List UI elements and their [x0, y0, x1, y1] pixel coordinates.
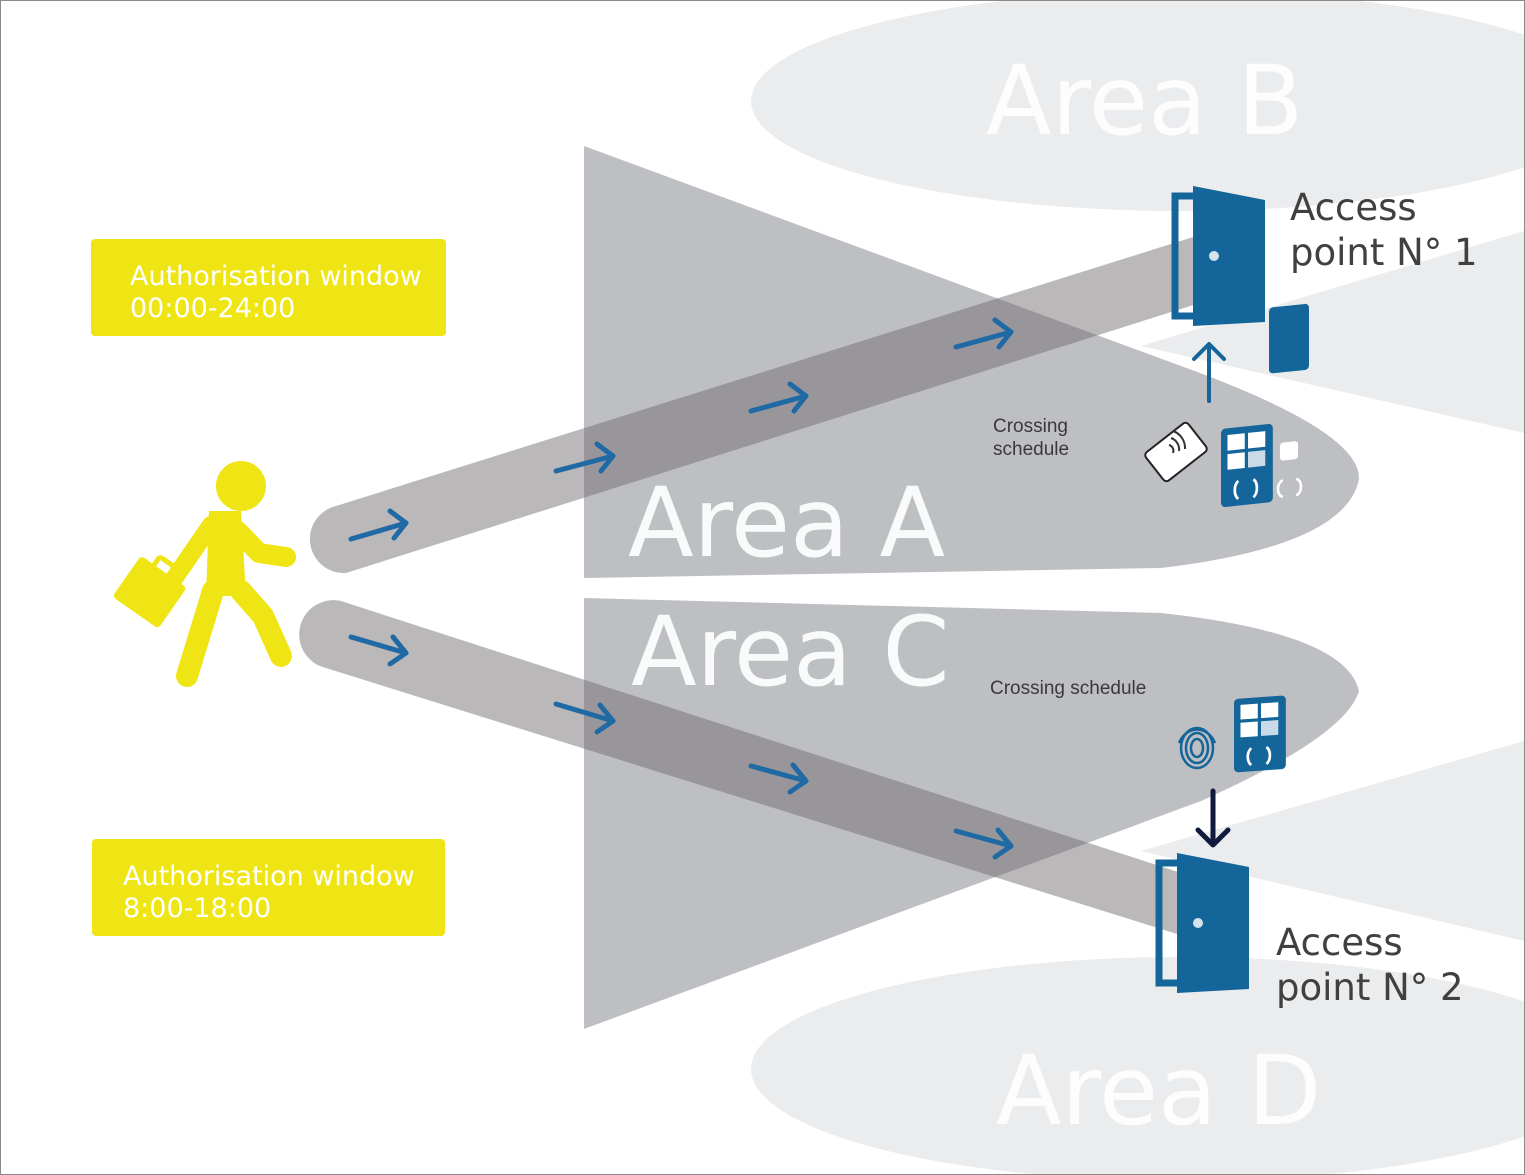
access-point-1-label-line2: point N° 1 — [1290, 231, 1478, 274]
authorisation-window-2-time: 8:00-18:00 — [123, 893, 272, 924]
access-point-1-label: Access point N° 1 — [1290, 185, 1478, 275]
direction-arrow-icon — [553, 441, 616, 474]
arrow-down-icon — [1195, 788, 1231, 848]
area-b-zone-extension — [1141, 231, 1524, 433]
access-point-1-label-line1: Access — [1290, 186, 1417, 229]
path-2-direction-arrows — [348, 634, 1014, 860]
authorisation-window-2-title: Authorisation window — [123, 861, 415, 892]
authorisation-window-1: Authorisation window 00:00-24:00 — [91, 239, 446, 336]
area-d-label: Area D — [996, 1035, 1322, 1147]
authorisation-window-2: Authorisation window 8:00-18:00 — [92, 839, 445, 936]
fingerprint-icon — [1177, 726, 1217, 770]
area-d-zone — [751, 957, 1524, 1174]
direction-arrow-icon — [748, 762, 809, 795]
authorisation-window-1-time: 00:00-24:00 — [130, 293, 296, 324]
direction-arrow-icon — [348, 634, 409, 667]
direction-arrow-icon — [953, 827, 1014, 860]
contactless-card-icon — [1144, 421, 1208, 483]
area-b-zone — [751, 1, 1524, 211]
crossing-schedule-top-line2: schedule — [993, 439, 1070, 460]
walking-person-with-briefcase-icon — [113, 461, 296, 687]
path-to-access-point-1 — [309, 233, 1207, 574]
path-to-access-point-2 — [299, 600, 1207, 943]
path-1-direction-arrows — [348, 317, 1014, 542]
area-a-label: Area A — [628, 467, 946, 579]
access-point-2-label-line2: point N° 2 — [1276, 966, 1464, 1009]
keypad-reader-icon — [1232, 694, 1288, 774]
keypad-reader-icon — [1219, 422, 1275, 509]
arrow-up-icon — [1192, 342, 1226, 403]
access-point-2-label-line1: Access — [1276, 921, 1403, 964]
direction-arrow-icon — [348, 508, 409, 542]
direction-arrow-icon — [553, 701, 616, 735]
area-d-zone-extension — [1141, 741, 1524, 941]
direction-arrow-icon — [748, 381, 809, 414]
direction-arrow-icon — [953, 317, 1014, 350]
card-reader-icon — [1269, 303, 1309, 374]
crossing-schedule-top: Crossing schedule — [993, 415, 1069, 461]
access-point-2-label: Access point N° 2 — [1276, 920, 1464, 1010]
crossing-schedule-bottom: Crossing schedule — [990, 678, 1147, 699]
crossing-schedule-top-line1: Crossing — [993, 416, 1068, 437]
area-c-zone — [584, 598, 1359, 1029]
area-b-label: Area B — [986, 45, 1304, 157]
area-c-label: Area C — [631, 596, 950, 708]
card-reader-details — [1276, 441, 1303, 498]
authorisation-window-1-title: Authorisation window — [130, 261, 422, 292]
